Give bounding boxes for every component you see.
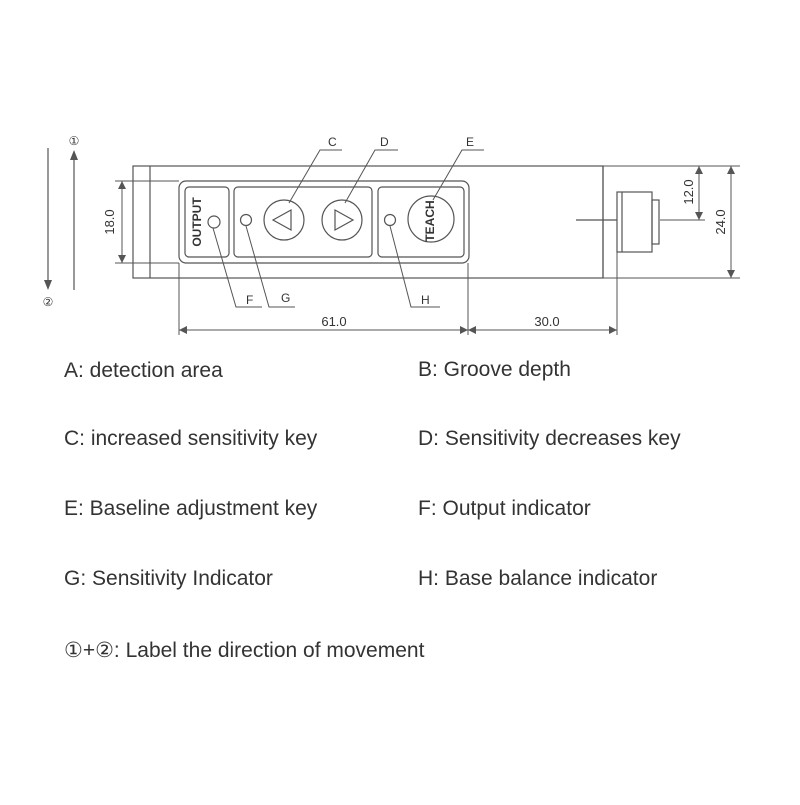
dim-30: 30.0 [534,314,559,329]
dim-18: 18.0 [102,209,117,234]
output-indicator [207,215,221,229]
legend-c: C: increased sensitivity key [64,427,318,450]
callout-f: F [246,293,253,307]
dim-61: 61.0 [321,314,346,329]
legend-direction: ①+②: Label the direction of movement [64,639,425,662]
legend-d: D: Sensitivity decreases key [418,427,681,450]
increase-sensitivity-key[interactable] [263,199,305,241]
callout-c: C [328,135,337,149]
output-label: OUTPUT [190,197,204,247]
decrease-sensitivity-key[interactable] [321,199,363,241]
callout-g: G [281,291,290,305]
legend-g: G: Sensitivity Indicator [64,567,273,590]
direction-label-2: ② [43,295,54,309]
dimension-height-body [115,180,179,264]
connector [576,191,660,253]
dimension-lengths [178,252,618,335]
direction-label-1: ① [69,134,80,148]
control-panel [178,180,470,264]
legend-e: E: Baseline adjustment key [64,497,318,520]
triangle-left-icon [271,208,292,232]
triangle-right-icon [334,208,355,232]
legend-h: H: Base balance indicator [418,567,658,590]
base-balance-indicator [383,213,397,227]
callout-leaders [212,149,484,308]
movement-arrows [44,148,78,290]
callout-e: E [466,135,474,149]
teach-key[interactable]: TEACH [407,195,455,243]
dimension-right [603,165,740,279]
sensitivity-indicator [239,213,253,227]
legend-a: A: detection area [64,359,223,382]
callout-d: D [380,135,389,149]
dim-12: 12.0 [681,179,696,204]
dim-24: 24.0 [713,209,728,234]
sensor-body [132,165,604,279]
legend-f: F: Output indicator [418,497,591,520]
legend-b: B: Groove depth [418,358,571,381]
teach-label: TEACH [423,200,437,241]
callout-h: H [421,293,430,307]
